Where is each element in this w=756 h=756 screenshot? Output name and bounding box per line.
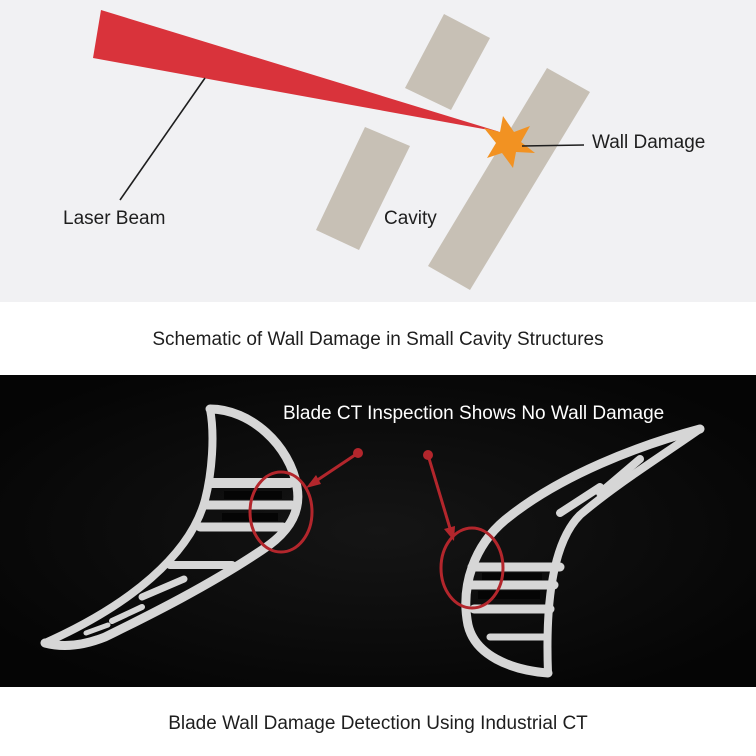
wall-damage-label: Wall Damage: [592, 132, 706, 153]
laser-beam: [93, 10, 500, 132]
wall-damage-burst: [484, 116, 535, 168]
laser-beam-label: Laser Beam: [63, 208, 166, 229]
right-pointer-arrowhead: [444, 526, 455, 541]
schematic-drawing: [93, 10, 590, 290]
right-blade-section: [461, 424, 705, 678]
laser-leader-line: [119, 77, 206, 201]
right-pointer-line: [426, 454, 454, 536]
right-pointer-dot: [423, 450, 433, 460]
cavity-wall-left-upper: [405, 14, 490, 110]
cavity-wall-left-lower: [316, 127, 410, 250]
ct-inspection-annotation: Blade CT Inspection Shows No Wall Damage: [283, 403, 665, 424]
ct-scan-image: [0, 375, 756, 687]
wall-damage-leader-line: [521, 144, 585, 147]
left-inspection-circle: [248, 470, 314, 554]
left-pointer-arrowhead: [306, 475, 321, 488]
cavity-label: Cavity: [384, 208, 437, 229]
schematic-caption: Schematic of Wall Damage in Small Cavity…: [152, 329, 604, 350]
left-pointer-dot: [353, 448, 363, 458]
ct-image-panel: [0, 375, 756, 687]
inspection-markers: [248, 448, 505, 610]
ct-caption: Blade Wall Damage Detection Using Indust…: [168, 713, 588, 734]
right-inspection-circle: [439, 526, 505, 610]
schematic-panel: [0, 0, 756, 302]
cavity-wall-right: [428, 68, 590, 290]
